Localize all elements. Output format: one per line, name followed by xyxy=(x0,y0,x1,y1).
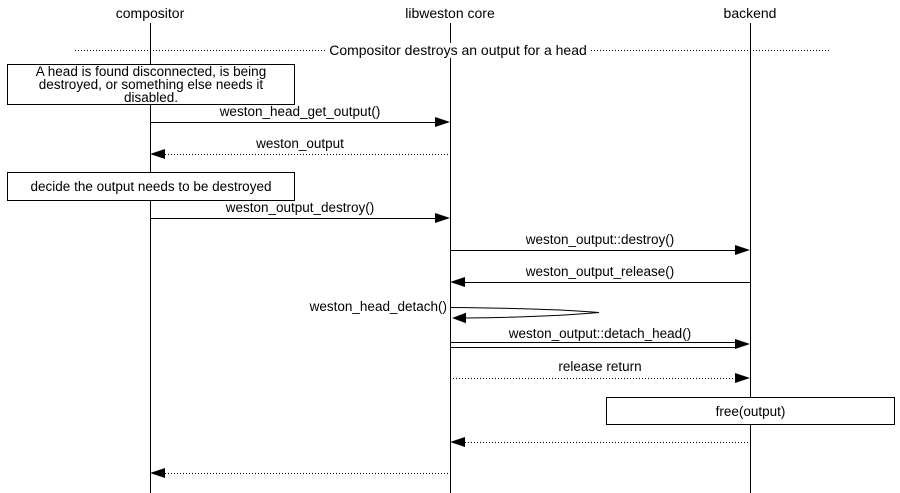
note-free-output: free(output) xyxy=(606,397,895,425)
note-free-output-text: free(output) xyxy=(715,403,786,419)
actor-label-backend: backend xyxy=(723,5,777,21)
arrowhead-backend-return xyxy=(450,437,465,447)
lifeline-compositor xyxy=(150,23,151,493)
arrowhead-output-destroy xyxy=(435,213,450,223)
divider-title: Compositor destroys an output for a head xyxy=(326,43,590,58)
arrowhead-backend-detach-head xyxy=(735,339,750,349)
note-head-disconnected-line1: A head is found disconnected, is being xyxy=(35,64,267,79)
message-label-head-detach: weston_head_detach() xyxy=(309,299,447,314)
message-line-output-release xyxy=(462,282,750,283)
message-line-output-destroy xyxy=(150,218,437,219)
actor-label-compositor: compositor xyxy=(115,5,185,21)
lifeline-backend xyxy=(750,23,751,493)
message-line-backend-destroy xyxy=(450,250,737,251)
note-decide-destroy: decide the output needs to be destroyed xyxy=(7,172,295,201)
message-label-get-output: weston_head_get_output() xyxy=(219,104,381,119)
actor-label-libweston-core: libweston core xyxy=(405,5,495,21)
arrowhead-weston-output-return xyxy=(150,149,165,159)
arrowhead-release-return xyxy=(735,373,750,383)
note-head-disconnected: A head is found disconnected, is being d… xyxy=(7,64,295,105)
message-line-backend-detach-head-top xyxy=(450,342,738,343)
message-line-get-output xyxy=(150,122,437,123)
note-head-disconnected-line3: disabled. xyxy=(123,90,179,105)
message-line-weston-output-return xyxy=(162,154,450,155)
message-label-release-return: release return xyxy=(558,359,642,374)
message-label-output-release: weston_output_release() xyxy=(525,264,675,279)
message-line-backend-detach-head-bottom xyxy=(450,347,738,348)
message-line-core-return xyxy=(162,473,450,474)
note-head-disconnected-line2: destroyed, or something else needs it xyxy=(38,77,264,92)
arrowhead-core-return xyxy=(150,468,165,478)
lifeline-libweston-core xyxy=(450,23,451,493)
arrowhead-get-output xyxy=(435,117,450,127)
message-label-backend-destroy: weston_output::destroy() xyxy=(525,232,675,247)
message-label-weston-output-return: weston_output xyxy=(256,136,344,151)
message-label-output-destroy: weston_output_destroy() xyxy=(225,200,375,215)
message-label-backend-detach-head: weston_output::detach_head() xyxy=(508,326,692,341)
message-line-backend-return xyxy=(462,442,750,443)
self-message-loop xyxy=(450,307,600,324)
arrowhead-head-detach xyxy=(452,312,466,324)
arrowhead-output-release xyxy=(450,277,465,287)
note-decide-destroy-text: decide the output needs to be destroyed xyxy=(30,179,272,194)
message-line-release-return xyxy=(450,378,737,379)
arrowhead-backend-destroy xyxy=(735,245,750,255)
